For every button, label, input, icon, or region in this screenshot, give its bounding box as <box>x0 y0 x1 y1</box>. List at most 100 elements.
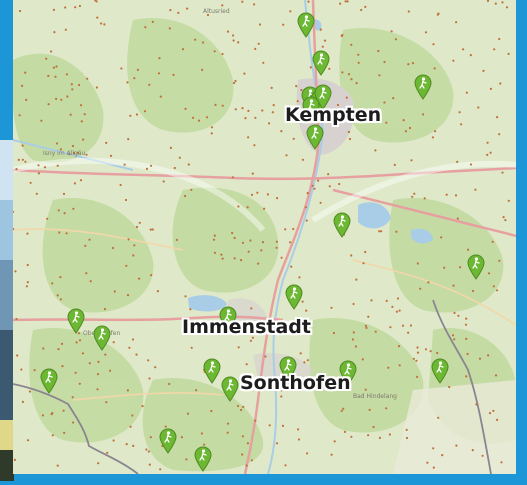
summit-dot <box>184 329 187 332</box>
summit-dot <box>432 447 435 450</box>
summit-dot <box>459 266 462 269</box>
summit-dot <box>106 451 109 454</box>
summit-dot <box>303 361 306 364</box>
summit-dot <box>309 66 312 69</box>
summit-dot <box>43 166 47 169</box>
summit-dot <box>73 182 76 185</box>
summit-dot <box>482 69 485 72</box>
summit-dot <box>407 63 410 66</box>
hiking-route-marker[interactable] <box>314 84 332 110</box>
summit-dot <box>280 389 283 392</box>
summit-dot <box>232 39 235 42</box>
summit-dot <box>258 23 262 26</box>
hiking-route-marker[interactable] <box>414 74 432 100</box>
summit-dot <box>147 450 150 453</box>
summit-dot <box>280 256 283 259</box>
summit-dot <box>323 115 326 118</box>
summit-dot <box>88 362 91 365</box>
summit-dot <box>323 118 326 121</box>
summit-dot <box>254 116 257 119</box>
summit-dot <box>306 452 309 455</box>
summit-dot <box>82 138 85 141</box>
hiking-route-marker[interactable] <box>194 446 212 472</box>
summit-dot <box>95 0 98 3</box>
summit-dot <box>354 345 357 348</box>
hiking-route-marker[interactable] <box>467 254 485 280</box>
summit-dot <box>326 110 329 113</box>
hiking-route-marker[interactable] <box>221 376 239 402</box>
summit-dot <box>397 345 401 348</box>
summit-dot <box>507 199 510 202</box>
summit-dot <box>74 371 77 374</box>
summit-dot <box>96 388 99 391</box>
summit-dot <box>51 282 54 285</box>
summit-dot <box>499 82 502 85</box>
summit-dot <box>250 384 253 387</box>
hiker-icon <box>40 368 58 394</box>
summit-dot <box>475 403 478 406</box>
summit-dot <box>261 109 264 112</box>
hiking-route-marker[interactable] <box>297 12 315 38</box>
summit-dot <box>149 228 152 231</box>
summit-dot <box>458 111 461 114</box>
summit-dot <box>404 130 407 133</box>
hiking-route-marker[interactable] <box>312 50 330 76</box>
summit-dot <box>56 294 59 297</box>
summit-dot <box>357 61 360 64</box>
summit-dot <box>387 366 390 369</box>
summit-dot <box>210 126 214 129</box>
hiking-route-marker[interactable] <box>67 308 85 334</box>
summit-dot <box>407 10 410 13</box>
summit-dot <box>364 250 367 254</box>
hiker-icon <box>67 308 85 334</box>
summit-dot <box>364 388 367 391</box>
summit-dot <box>132 254 135 257</box>
hiking-route-marker[interactable] <box>159 428 177 454</box>
summit-dot <box>78 83 81 87</box>
summit-dot <box>408 126 412 130</box>
summit-dot <box>184 295 187 298</box>
summit-dot <box>383 60 386 64</box>
summit-dot <box>226 431 229 434</box>
summit-dot <box>298 276 301 279</box>
summit-dot <box>361 358 364 361</box>
hiking-route-marker[interactable] <box>431 358 449 384</box>
summit-dot <box>244 117 247 120</box>
hiking-route-marker[interactable] <box>40 368 58 394</box>
summit-dot <box>393 163 396 166</box>
summit-dot <box>275 442 279 445</box>
summit-dot <box>411 62 415 65</box>
summit-dot <box>89 280 92 283</box>
hiking-route-marker[interactable] <box>285 284 303 310</box>
summit-dot <box>297 428 300 431</box>
summit-dot <box>493 48 496 51</box>
summit-dot <box>300 88 303 92</box>
summit-dot <box>221 104 224 107</box>
summit-dot <box>291 381 294 385</box>
map-canvas[interactable]: Altusried Isny im Allgäu Oberstaufen Bad… <box>13 0 516 474</box>
hiking-route-marker[interactable] <box>93 325 111 351</box>
summit-dot <box>319 28 322 31</box>
hiking-route-marker[interactable] <box>306 124 324 150</box>
summit-dot <box>412 357 415 360</box>
summit-dot <box>221 4 224 7</box>
summit-dot <box>112 246 115 250</box>
summit-dot <box>83 113 86 116</box>
hiking-route-marker[interactable] <box>333 212 351 238</box>
summit-dot <box>453 338 456 341</box>
summit-dot <box>46 217 49 220</box>
hiking-route-marker[interactable] <box>339 360 357 386</box>
hiking-route-marker[interactable] <box>219 306 237 332</box>
summit-dot <box>41 414 44 417</box>
summit-dot <box>100 22 103 25</box>
summit-dot <box>290 265 293 268</box>
hiking-route-marker[interactable] <box>203 358 221 384</box>
summit-dot <box>15 317 18 321</box>
hiking-route-marker[interactable] <box>302 96 320 122</box>
summit-dot <box>329 388 332 391</box>
summit-dot <box>241 453 244 456</box>
hiker-icon <box>194 446 212 472</box>
hiking-route-marker[interactable] <box>279 356 297 382</box>
summit-dot <box>147 359 150 362</box>
